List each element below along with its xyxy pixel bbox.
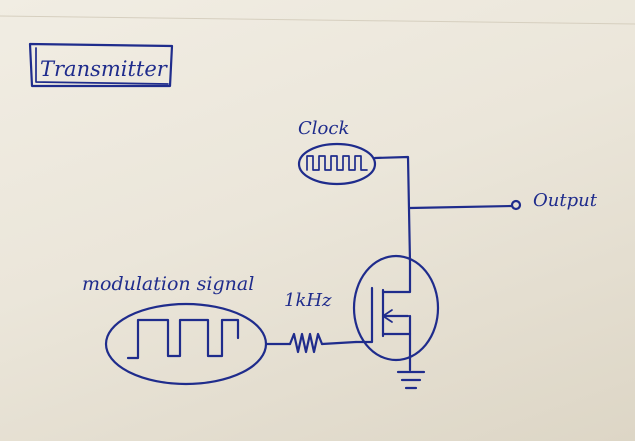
output-label: Output [533,190,598,211]
mosfet-icon [352,254,440,372]
output-wire [408,204,514,210]
resistor-value-label: 1kHz [284,290,332,311]
modulation-signal-label: modulation signal [82,273,254,295]
gate-wire-right [320,340,358,346]
modulation-oscillator-icon [104,302,268,386]
clock-label: Clock [298,118,349,139]
output-terminal-icon [510,199,522,211]
clock-oscillator-icon [297,142,377,186]
title-text: Transmitter [40,57,169,81]
resistor-icon [288,332,324,354]
clock-wire [373,155,412,264]
ground-icon [396,370,426,390]
title-box: Transmitter [28,42,174,88]
